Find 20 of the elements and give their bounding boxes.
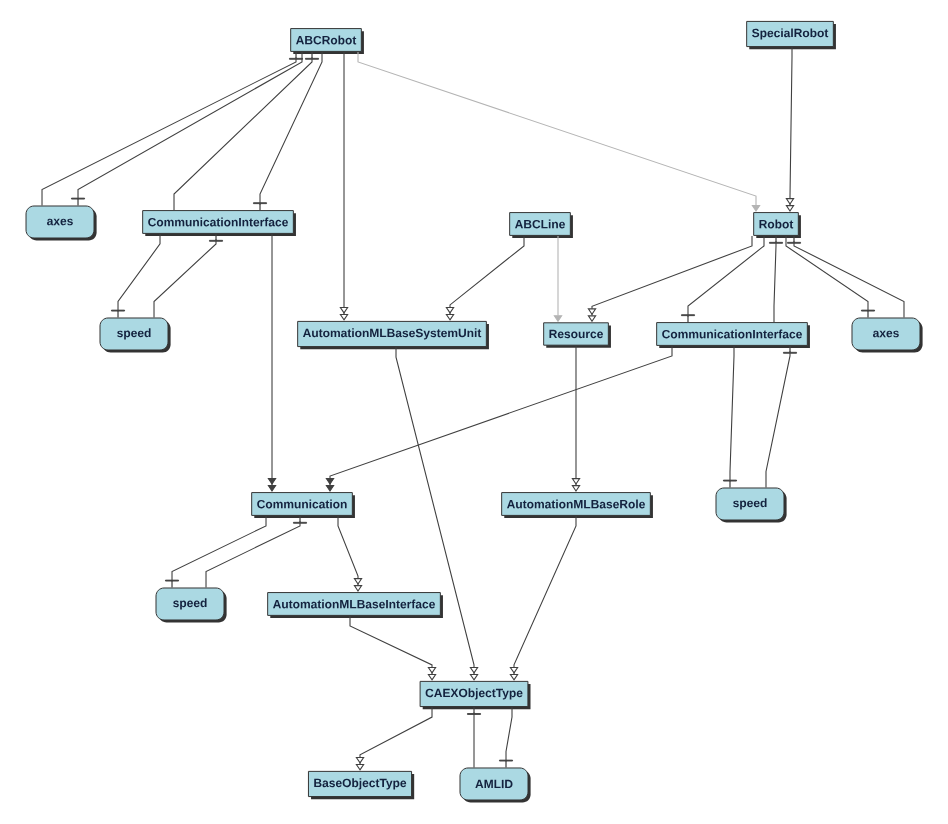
connector xyxy=(723,345,737,488)
connector xyxy=(467,707,481,769)
connector xyxy=(111,233,161,318)
connector xyxy=(165,515,267,588)
connector xyxy=(769,235,783,323)
connector xyxy=(785,235,875,318)
connector xyxy=(445,235,525,321)
connector xyxy=(173,51,319,211)
connector xyxy=(509,515,577,681)
connector xyxy=(681,235,765,323)
connector xyxy=(339,51,349,321)
connector xyxy=(499,706,513,768)
connector xyxy=(395,346,479,681)
connector xyxy=(205,515,307,589)
connector xyxy=(349,615,437,681)
connector xyxy=(765,345,797,489)
connector xyxy=(253,51,323,211)
connector xyxy=(355,706,433,771)
connector xyxy=(787,235,905,319)
connector xyxy=(153,233,223,319)
